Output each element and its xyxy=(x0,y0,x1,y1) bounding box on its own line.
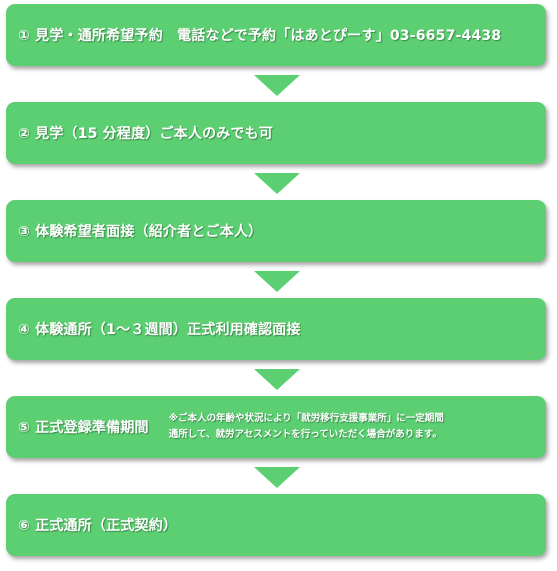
step-5-note: ※ご本人の年齢や状況により「就労移行支援事業所」に一定期間 通所して、就労アセス… xyxy=(169,411,444,443)
step-3-box: ③ 体験希望者面接（紹介者とご本人） xyxy=(6,200,546,262)
down-arrow-icon xyxy=(254,369,300,390)
down-arrow-icon xyxy=(254,467,300,488)
step-4-box: ④ 体験通所（1～３週間）正式利用確認面接 xyxy=(6,298,546,360)
step-3-title: ③ 体験希望者面接（紹介者とご本人） xyxy=(18,224,263,240)
step-1-title: ① 見学・通所希望予約 電話などで予約「はあとぴーす」03-6657-4438 xyxy=(18,28,502,44)
step-4-title: ④ 体験通所（1～３週間）正式利用確認面接 xyxy=(18,322,301,338)
step-5-box: ⑤ 正式登録準備期間 ※ご本人の年齢や状況により「就労移行支援事業所」に一定期間… xyxy=(6,396,546,458)
step-2-box: ② 見学（15 分程度）ご本人のみでも可 xyxy=(6,102,546,164)
step-6-box: ⑥ 正式通所（正式契約） xyxy=(6,494,546,556)
step-2-title: ② 見学（15 分程度）ご本人のみでも可 xyxy=(18,126,274,142)
step-6-title: ⑥ 正式通所（正式契約） xyxy=(18,518,178,534)
down-arrow-icon xyxy=(254,75,300,96)
step-5-title: ⑤ 正式登録準備期間 xyxy=(18,420,149,436)
step-1-box: ① 見学・通所希望予約 電話などで予約「はあとぴーす」03-6657-4438 xyxy=(6,4,546,66)
step-5-note-line-1: ※ご本人の年齢や状況により「就労移行支援事業所」に一定期間 xyxy=(168,413,444,424)
down-arrow-icon xyxy=(254,271,300,292)
step-5-note-line-2: 通所して、就労アセスメントを行っていただく場合があります。 xyxy=(168,429,442,440)
down-arrow-icon xyxy=(254,173,300,194)
